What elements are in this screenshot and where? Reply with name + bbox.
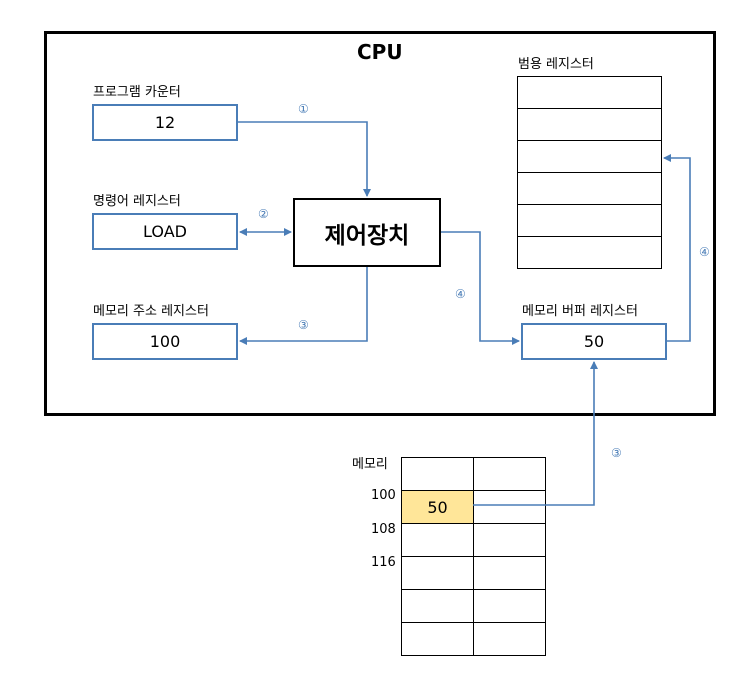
step-4-marker-gpr: ④ xyxy=(699,245,710,259)
general-register-row xyxy=(517,236,662,269)
memory-buffer-register: 50 xyxy=(521,323,667,360)
general-register-table xyxy=(517,76,662,269)
memory-cell-100: 50 xyxy=(401,490,474,524)
arrow-memory-to-mbr xyxy=(473,361,598,506)
memory-row: 50 xyxy=(401,490,546,524)
instruction-register-label: 명령어 레지스터 xyxy=(93,194,181,209)
memory-address-100: 100 xyxy=(371,488,396,503)
memory-table: 50 xyxy=(401,457,546,656)
memory-address-108: 108 xyxy=(371,522,396,537)
program-counter-value: 12 xyxy=(154,113,176,132)
program-counter-register: 12 xyxy=(92,104,238,141)
memory-buffer-register-label: 메모리 버퍼 레지스터 xyxy=(522,304,638,319)
memory-buffer-register-value: 50 xyxy=(583,332,605,351)
memory-label: 메모리 xyxy=(352,457,388,472)
memory-row xyxy=(401,457,546,491)
step-3-marker-mar: ③ xyxy=(298,318,309,332)
instruction-register-value: LOAD xyxy=(143,222,187,241)
step-2-marker: ② xyxy=(258,207,269,221)
memory-address-register-label: 메모리 주소 레지스터 xyxy=(93,304,209,319)
cpu-title: CPU xyxy=(357,40,403,64)
program-counter-label: 프로그램 카운터 xyxy=(93,85,181,100)
arrow-control-to-mbr xyxy=(441,231,520,345)
memory-row xyxy=(401,523,546,557)
memory-row xyxy=(401,556,546,590)
control-unit: 제어장치 xyxy=(293,198,441,267)
memory-row xyxy=(401,622,546,656)
step-3-marker-memory: ③ xyxy=(611,446,622,460)
memory-address-register-value: 100 xyxy=(149,332,181,351)
arrow-pc-to-control xyxy=(238,121,371,197)
arrow-mbr-to-gpr xyxy=(663,154,691,342)
general-register-row xyxy=(517,172,662,205)
instruction-register: LOAD xyxy=(92,213,238,250)
memory-address-register: 100 xyxy=(92,323,238,360)
arrow-control-to-mar xyxy=(239,267,368,345)
step-1-marker: ① xyxy=(298,102,309,116)
memory-address-116: 116 xyxy=(371,555,396,570)
general-register-row xyxy=(517,204,662,237)
general-register-row xyxy=(517,76,662,109)
general-register-label: 범용 레지스터 xyxy=(518,57,594,72)
general-register-row xyxy=(517,108,662,141)
step-4-marker-mbr: ④ xyxy=(455,287,466,301)
cpu-frame xyxy=(44,31,716,416)
control-unit-label: 제어장치 xyxy=(324,222,410,249)
